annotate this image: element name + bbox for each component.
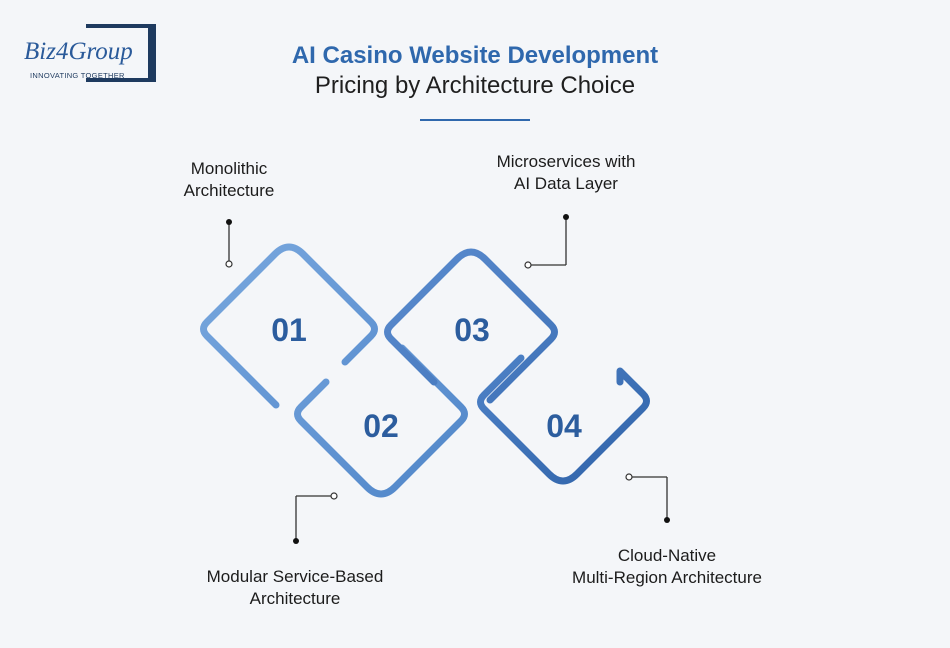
step-01-number: 01 <box>271 312 307 348</box>
step-02-label: Modular Service-Based Architecture <box>206 567 384 608</box>
step-03-number: 03 <box>454 312 490 348</box>
step-04-diamond <box>477 354 650 485</box>
logo-name: Biz4Group <box>24 38 133 65</box>
step-04-connector <box>625 473 670 523</box>
step-03-label: Microservices with AI Data Layer <box>496 152 636 193</box>
step-02-number: 02 <box>363 408 399 444</box>
title-underline <box>420 119 530 121</box>
step-01-connector <box>225 219 233 268</box>
step-04-number: 04 <box>546 408 582 444</box>
page-title: AI Casino Website Development <box>291 42 659 69</box>
step-01-label: Monolithic Architecture <box>183 159 275 200</box>
step-02-diamond <box>294 344 468 498</box>
step-04-label: Cloud-Native Multi-Region Architecture <box>572 546 762 587</box>
step-02-connector <box>293 492 338 544</box>
step-03-diamond <box>384 248 558 404</box>
page-subtitle: Pricing by Architecture Choice <box>314 72 636 99</box>
step-01-diamond <box>200 243 378 409</box>
step-03-connector <box>524 214 569 269</box>
logo-tagline: INNOVATING TOGETHER <box>30 71 125 80</box>
company-logo: Biz4Group INNOVATING TOGETHER <box>22 24 157 84</box>
